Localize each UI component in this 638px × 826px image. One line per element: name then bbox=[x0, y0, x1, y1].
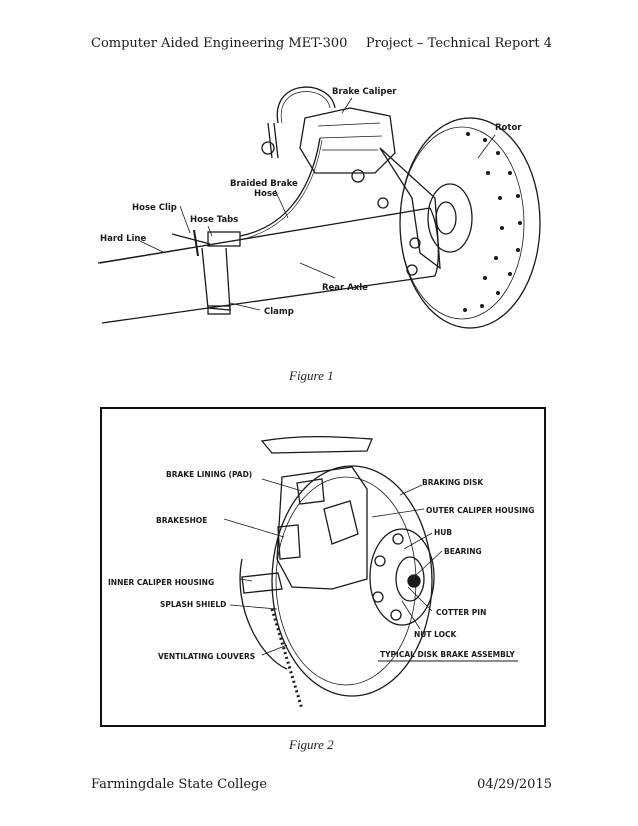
footer-date: 04/29/2015 bbox=[477, 777, 552, 792]
figure-2-disk-brake-assembly: BRAKE LINING (PAD) BRAKING DISK OUTER CA… bbox=[108, 435, 534, 710]
header-report-page: Project – Technical Report 4 bbox=[365, 36, 552, 51]
label-bearing: BEARING bbox=[444, 547, 482, 556]
label-hard-line: Hard Line bbox=[100, 234, 146, 244]
label-braking-disk: BRAKING DISK bbox=[422, 478, 484, 487]
label-brakeshoe: BRAKESHOE bbox=[156, 516, 207, 525]
label-clamp: Clamp bbox=[264, 307, 294, 317]
label-brake-lining: BRAKE LINING (PAD) bbox=[166, 470, 252, 479]
footer-college: Farmingdale State College bbox=[91, 777, 268, 792]
caliper-housing bbox=[276, 466, 368, 590]
label-rotor: Rotor bbox=[495, 123, 522, 133]
brake-caliper-body bbox=[299, 107, 396, 174]
label-hub: HUB bbox=[434, 528, 452, 537]
figure-1-caption: Figure 1 bbox=[289, 368, 334, 383]
label-cotter-pin: COTTER PIN bbox=[436, 608, 486, 617]
label-hose-clip: Hose Clip bbox=[132, 203, 177, 213]
figure-2-frame: BRAKE LINING (PAD) BRAKING DISK OUTER CA… bbox=[100, 407, 546, 727]
label-ventilating-louvers: VENTILATING LOUVERS bbox=[158, 652, 255, 661]
label-assembly-title: TYPICAL DISK BRAKE ASSEMBLY bbox=[380, 650, 515, 659]
figure-1-rear-brake-diagram: Brake Caliper Rotor Braided Brake Hose H… bbox=[97, 86, 541, 329]
label-nut-lock: NUT LOCK bbox=[414, 630, 457, 639]
label-brake-caliper: Brake Caliper bbox=[332, 87, 397, 97]
label-hose-tabs: Hose Tabs bbox=[190, 215, 238, 225]
braking-disk bbox=[271, 465, 433, 697]
label-splash-shield: SPLASH SHIELD bbox=[160, 600, 226, 609]
header-course-title: Computer Aided Engineering MET-300 bbox=[91, 36, 348, 51]
braided-brake-hose bbox=[276, 86, 336, 124]
rotor-hub bbox=[427, 183, 473, 253]
label-rear-axle: Rear Axle bbox=[322, 283, 368, 293]
figure-2-caption: Figure 2 bbox=[289, 737, 334, 752]
label-inner-caliper-housing: INNER CALIPER HOUSING bbox=[108, 578, 214, 587]
label-braided-brake-hose-line2: Hose bbox=[254, 189, 278, 199]
label-braided-brake-hose: Braided Brake bbox=[230, 179, 298, 189]
label-outer-caliper-housing: OUTER CALIPER HOUSING bbox=[426, 506, 534, 515]
